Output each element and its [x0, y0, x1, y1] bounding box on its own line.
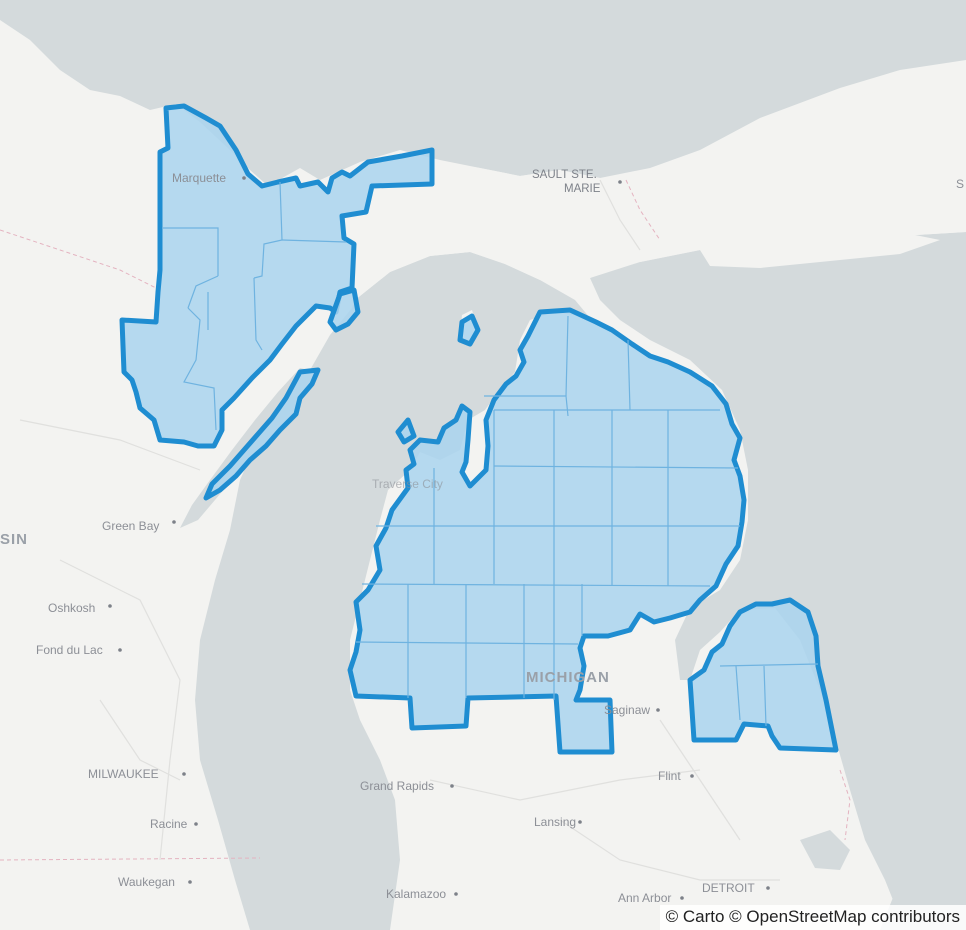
label-marquette: Marquette [172, 171, 226, 185]
marker-racine [194, 822, 198, 826]
marker-green-bay [172, 520, 176, 524]
label-wisconsin: SIN [0, 531, 28, 548]
boundaries [0, 179, 851, 861]
marker-sault [618, 180, 622, 184]
label-grand-rapids: Grand Rapids [360, 779, 434, 793]
label-saginaw: Saginaw [604, 703, 650, 717]
region-layer[interactable] [119, 103, 839, 755]
label-milwaukee: MILWAUKEE [88, 767, 159, 781]
label-marie: MARIE [564, 183, 601, 195]
region-north-manitou[interactable] [395, 417, 417, 445]
label-lansing: Lansing [534, 815, 576, 829]
marker-marquette [242, 176, 246, 180]
lake-st-clair [800, 830, 850, 870]
map-attribution[interactable]: © Carto © OpenStreetMap contributors [659, 905, 966, 930]
marker-lansing [578, 820, 582, 824]
label-flint: Flint [658, 769, 681, 783]
label-fond-du-lac: Fond du Lac [36, 643, 103, 657]
manitoulin-island [700, 232, 940, 268]
marker-detroit [766, 886, 770, 890]
label-kalamazoo: Kalamazoo [386, 887, 446, 901]
marker-waukegan [188, 880, 192, 884]
lake-superior [0, 0, 966, 186]
lake-michigan [195, 252, 590, 930]
label-waukegan: Waukegan [118, 875, 175, 889]
ontario-land [600, 72, 966, 262]
region-garden-peninsula[interactable] [327, 287, 361, 333]
label-ann-arbor: Ann Arbor [618, 891, 671, 905]
marker-grand-rapids [450, 784, 454, 788]
roads [19, 179, 780, 881]
region-thumb[interactable] [687, 597, 839, 753]
label-green-bay: Green Bay [102, 519, 159, 533]
marker-ann-arbor [680, 896, 684, 900]
marker-flint [690, 774, 694, 778]
upper-peninsula-east [350, 160, 650, 300]
map-labels: Marquette SAULT STE. MARIE Traverse City… [0, 169, 964, 905]
region-beaver-island[interactable] [457, 313, 481, 347]
lake-huron [590, 232, 966, 930]
marker-fond-du-lac [118, 648, 122, 652]
label-sault-ste: SAULT STE. [532, 169, 597, 181]
label-edge-s: S [956, 177, 964, 191]
label-racine: Racine [150, 817, 188, 831]
marker-milwaukee [182, 772, 186, 776]
marker-oshkosh [108, 604, 112, 608]
label-michigan: MICHIGAN [526, 669, 610, 686]
label-oshkosh: Oshkosh [48, 601, 95, 615]
region-door-peninsula[interactable] [203, 367, 321, 501]
region-lower-peninsula[interactable] [347, 307, 747, 755]
label-detroit: DETROIT [702, 881, 755, 895]
marker-kalamazoo [454, 892, 458, 896]
marker-saginaw [656, 708, 660, 712]
label-traverse-city: Traverse City [372, 477, 443, 491]
county-lines [162, 181, 819, 727]
